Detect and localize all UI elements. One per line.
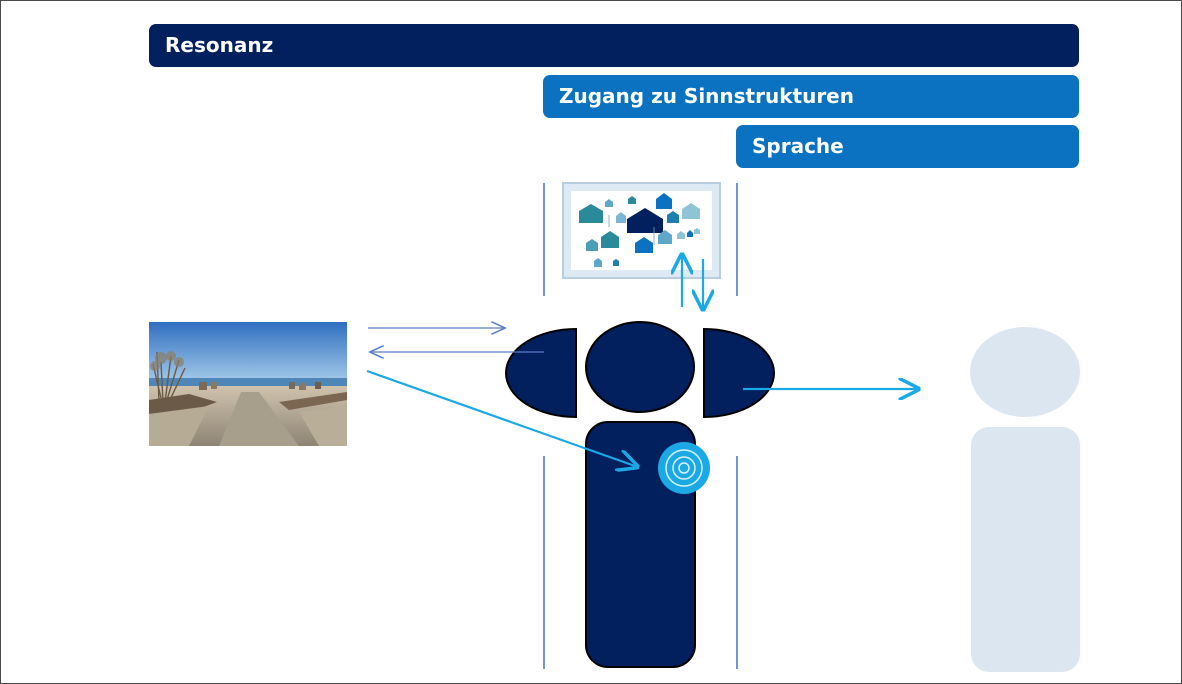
concentric-circles-icon — [658, 442, 710, 494]
banner-resonanz-label: Resonanz — [165, 33, 274, 57]
head-icon — [585, 321, 695, 413]
banner-resonanz: Resonanz — [149, 24, 1079, 67]
banner-zugang-zu-sinnstrukturen: Zugang zu Sinnstrukturen — [543, 75, 1079, 118]
banner-sprache-label: Sprache — [752, 134, 844, 158]
houses-cluster-icon — [562, 182, 721, 279]
arrow-to-resonance — [366, 369, 635, 466]
beach-photo-icon — [149, 322, 347, 446]
banner-zugang-label: Zugang zu Sinnstrukturen — [559, 84, 854, 108]
banner-sprache: Sprache — [736, 125, 1079, 168]
faded-person-figure-icon — [970, 327, 1080, 672]
person-figure-icon — [505, 321, 775, 668]
